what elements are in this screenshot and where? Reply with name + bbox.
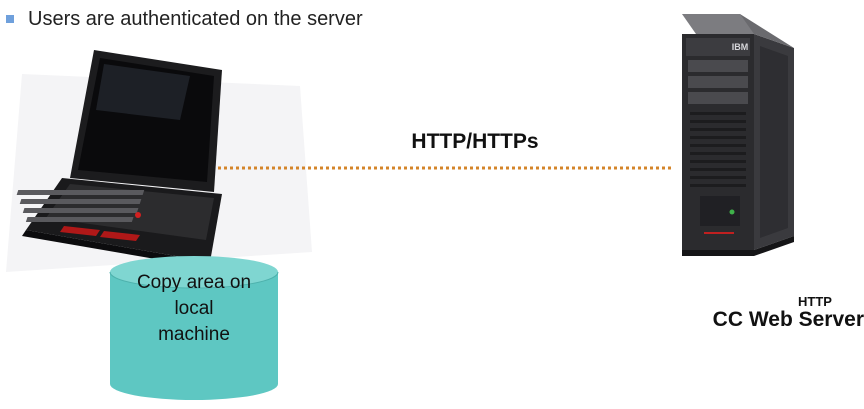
storage-label-line: local — [174, 298, 214, 319]
storage-label-line: Copy area on — [136, 272, 252, 293]
server-brand-mark: IBM — [732, 42, 749, 52]
laptop-icon — [16, 50, 222, 268]
server-label: CC Web Server — [712, 308, 864, 331]
bullet-text: Users are authenticated on the server — [28, 7, 363, 30]
database-cylinder-icon — [109, 256, 279, 400]
connection-label: HTTP/HTTPs — [411, 130, 539, 153]
storage-label: Copy area on local machine — [110, 270, 278, 348]
bullet-marker-icon — [6, 15, 14, 23]
bullet-point: Users are authenticated on the server — [0, 4, 363, 34]
storage-label-line: machine — [158, 324, 230, 345]
server-tower-icon — [682, 14, 794, 256]
server-sub-label: HTTP — [798, 294, 832, 309]
